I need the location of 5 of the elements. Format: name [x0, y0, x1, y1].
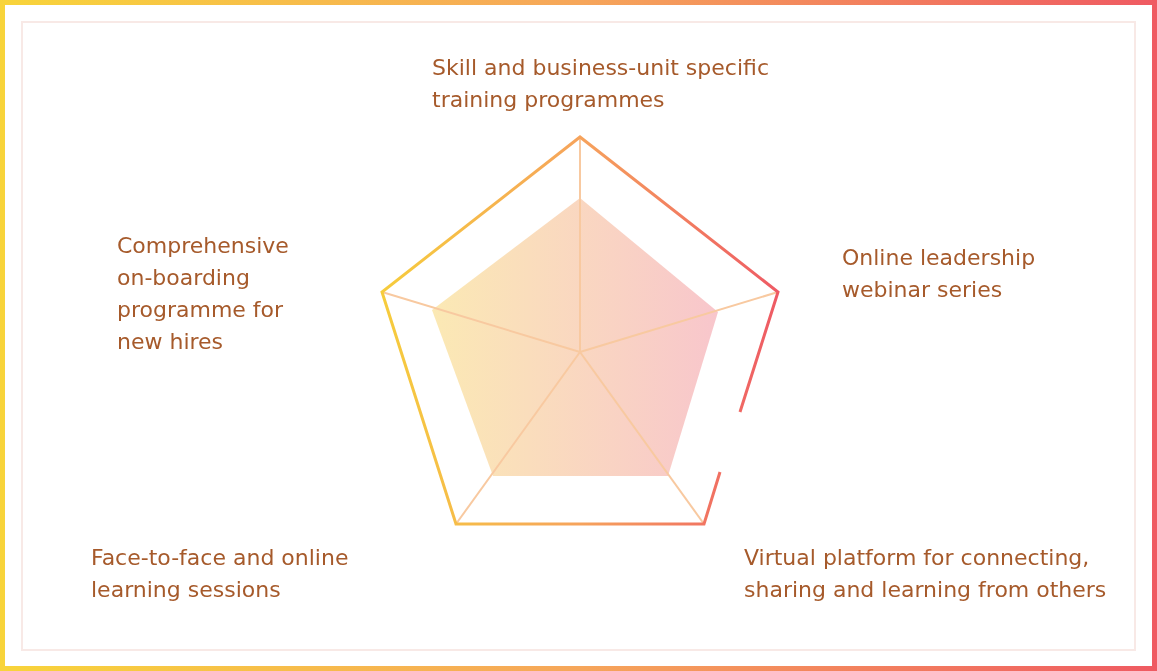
axis-label: Virtual platform for connecting, sharing and learning from others	[744, 544, 1108, 604]
axis-label: Skill and business-unit specific training programmes	[432, 54, 770, 114]
axis-label: Comprehensive on-boarding programme for new hires	[117, 232, 290, 356]
axis-label: Online leadership webinar series	[842, 244, 1037, 304]
axis-label: Face-to-face and online learning sessions	[91, 544, 350, 604]
